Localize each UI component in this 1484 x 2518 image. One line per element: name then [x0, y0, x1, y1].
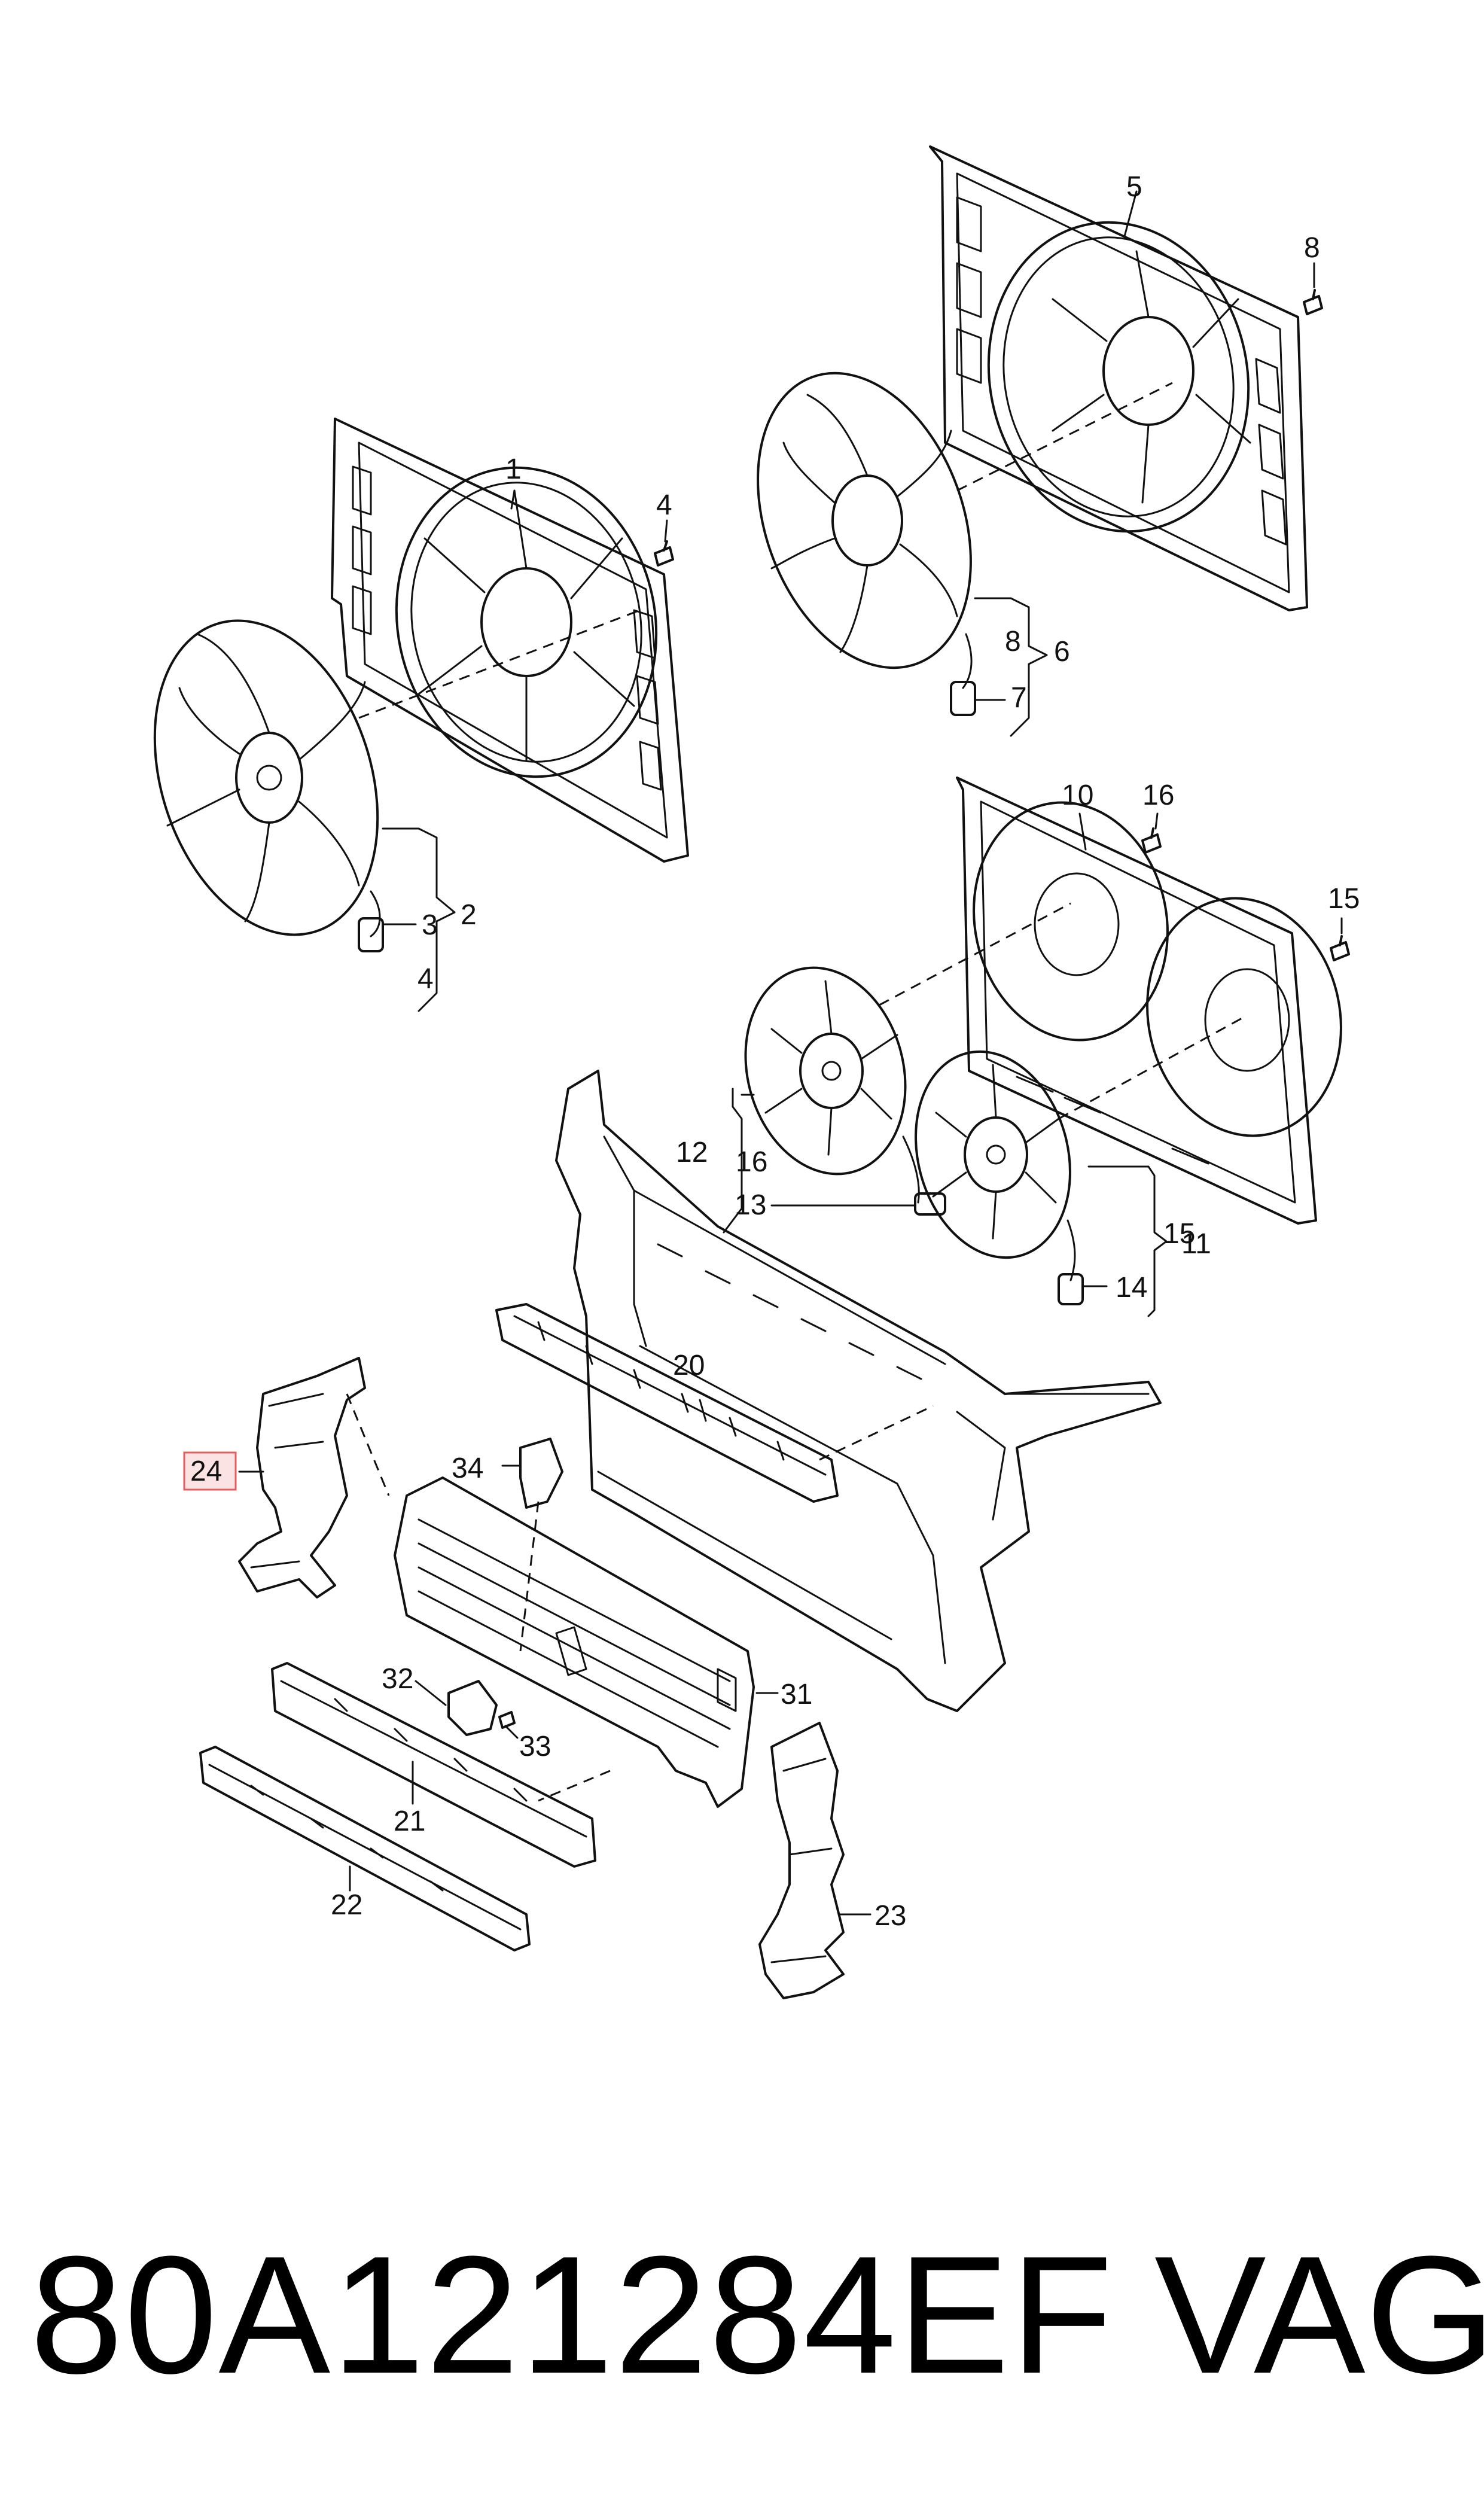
- callout-6: 6: [1054, 636, 1070, 668]
- callout-21: 21: [394, 1805, 425, 1837]
- callout-20: 20: [673, 1350, 705, 1381]
- fan-part-6: [757, 372, 976, 716]
- callout-13: 13: [735, 1189, 766, 1221]
- callout-31: 31: [781, 1679, 812, 1710]
- callout-12: 12: [676, 1137, 708, 1168]
- callout-4: 4: [656, 489, 672, 521]
- callout-5: 5: [1126, 171, 1142, 203]
- air-guide-part-23: [758, 1722, 845, 1999]
- bracket-part-20: [495, 1303, 839, 1503]
- callout-8: 8: [1304, 232, 1320, 264]
- callout-22: 22: [331, 1889, 362, 1921]
- callout-3: 3: [422, 909, 438, 941]
- callout-33: 33: [519, 1731, 551, 1762]
- lock-carrier: [555, 1070, 1162, 1712]
- fan-part-2: [153, 619, 384, 952]
- callout-labels: 1 4 5 8 2 3 4 8 6 7 10 16 15 12 16 13 15…: [183, 171, 1360, 1932]
- air-guide-part-24: [238, 1357, 366, 1599]
- callout-8-lower: 8: [1005, 626, 1021, 657]
- callout-32: 32: [382, 1663, 413, 1695]
- callout-4-lower: 4: [418, 963, 434, 995]
- callout-34: 34: [452, 1453, 483, 1484]
- callout-7: 7: [1011, 682, 1027, 714]
- callout-15: 15: [1328, 883, 1360, 915]
- leader-lines: [238, 190, 1343, 1916]
- fan-shroud-part-1: [331, 418, 689, 863]
- lower-member-part-22: [199, 1746, 531, 1951]
- screw-part-15: [1330, 935, 1350, 961]
- callout-15-lower: 15: [1163, 1218, 1195, 1250]
- callout-10: 10: [1062, 780, 1093, 811]
- callout-16-lower: 16: [736, 1146, 767, 1178]
- fan-part-11: [915, 1050, 1084, 1305]
- actuator-part-32: [447, 1680, 498, 1736]
- double-fan-shroud-part-10: [956, 777, 1342, 1225]
- callout-16: 16: [1142, 780, 1174, 811]
- callout-14: 14: [1116, 1272, 1147, 1304]
- callout-1: 1: [505, 453, 522, 485]
- part-number-text: 80A121284EF: [30, 2222, 1114, 2409]
- shutter-assembly-part-31: [394, 1476, 755, 1808]
- fan-shroud-part-5: [929, 145, 1308, 611]
- callout-24-highlight-box: [183, 1451, 237, 1491]
- callout-23: 23: [874, 1900, 906, 1932]
- sensor-part-34: [519, 1438, 563, 1509]
- screw-part-33: [498, 1711, 516, 1729]
- brand-text: VAG: [1154, 2222, 1484, 2409]
- screw-part-16: [1141, 827, 1162, 854]
- fan-part-12: [744, 966, 946, 1216]
- cross-member-part-21: [271, 1662, 596, 1868]
- callout-11: 11: [1181, 1228, 1211, 1260]
- callout-2: 2: [461, 899, 477, 931]
- screw-part-8: [1303, 289, 1323, 315]
- callout-24: 24: [190, 1456, 222, 1487]
- screw-part-4: [654, 540, 674, 567]
